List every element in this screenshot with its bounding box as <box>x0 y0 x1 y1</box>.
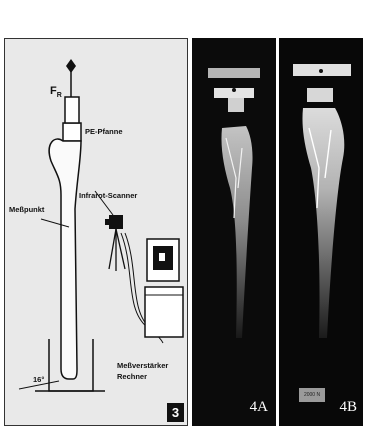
thermogram-4a <box>192 38 276 426</box>
load-stamp-shape <box>65 97 79 123</box>
messpunkt-label: Meßpunkt <box>9 205 44 214</box>
figure-panel-3-schematic: FR PE-Pfanne Meßpunkt Infrarot-Scanner M… <box>4 38 188 426</box>
panel-number-4a: 4A <box>250 399 268 416</box>
scale-box-text-4b: 2000 N <box>299 388 325 402</box>
infrarot-scanner-label: Infrarot-Scanner <box>79 191 137 200</box>
plate-marker-4a <box>232 88 236 92</box>
pe-cup-shape <box>63 123 81 141</box>
figure-panel-4a-thermogram: 4A <box>192 38 276 426</box>
femur-outline <box>49 139 81 379</box>
tripod-leg-left <box>109 229 116 269</box>
femur-heat-pattern-4b <box>302 108 344 338</box>
load-arrow-head <box>66 59 76 73</box>
figure-panel-4b-thermogram: 2000 N 4B <box>279 38 363 426</box>
scanner-body <box>109 215 123 229</box>
pe-cup-4b <box>307 88 333 102</box>
panel-number-4b: 4B <box>339 399 357 416</box>
load-plate-4a <box>208 68 260 78</box>
pe-cup-4a <box>228 98 244 112</box>
panel-number-3: 3 <box>167 403 184 422</box>
thermogram-4b <box>279 38 363 426</box>
rechner-label: Rechner <box>117 372 147 381</box>
femur-heat-pattern-4a <box>221 126 252 338</box>
scanner-lens <box>105 219 111 225</box>
messverstaerker-label: Meßverstärker <box>117 361 168 370</box>
angle-label: 16° <box>33 375 44 384</box>
pe-pfanne-label: PE-Pfanne <box>85 127 123 136</box>
tripod-leg-right <box>116 229 125 269</box>
force-label: FR <box>50 85 62 99</box>
monitor-screen-symbol <box>159 253 165 261</box>
plate-marker-4b <box>319 69 323 73</box>
